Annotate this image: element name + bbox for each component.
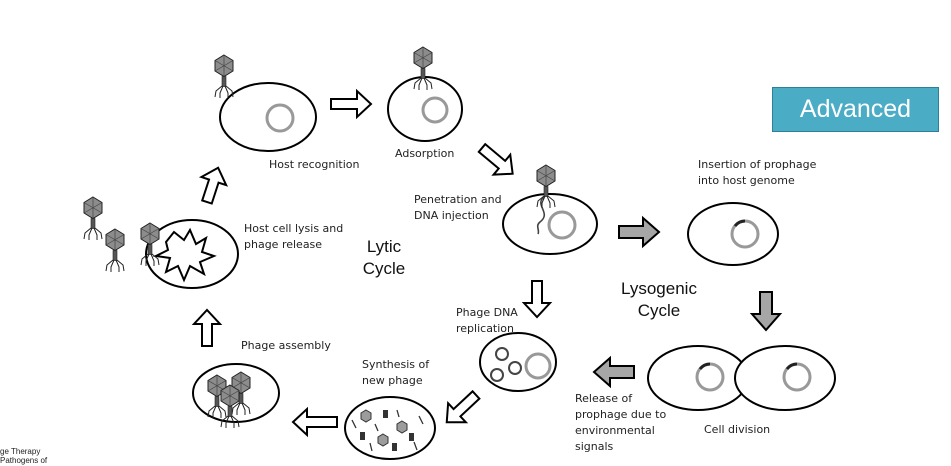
label-adsorption: Adsorption [395, 147, 455, 160]
label-release-line4: signals [575, 440, 614, 453]
source-citation-fragment: ge Therapy Pathogens of [0, 447, 47, 465]
cell-adsorption [387, 76, 463, 142]
arrow-adsorption-to-penetration [477, 142, 514, 176]
label-synthesis-line1: Synthesis of [362, 358, 430, 371]
cell-prophage-insertion [687, 202, 779, 266]
label-phage-assembly: Phage assembly [241, 339, 331, 352]
label-insertion-line1: Insertion of prophage [698, 158, 817, 171]
source-line1: ge Therapy [0, 447, 41, 456]
label-host-lysis: Host cell lysis and phage release [244, 221, 343, 253]
label-release-line3: environmental [575, 424, 655, 437]
arrow-assembly-to-lysis [191, 308, 223, 347]
label-host-recognition: Host recognition [269, 158, 360, 171]
arrow-synthesis-to-assembly [291, 406, 338, 438]
phage-icon [214, 54, 234, 99]
cell-division-right [734, 345, 836, 411]
phage-icon [105, 228, 125, 273]
label-penetration-line2: DNA injection [414, 209, 489, 222]
lytic-title-line1: Lytic [366, 237, 402, 256]
label-penetration: Penetration and DNA injection [414, 192, 502, 224]
label-synthesis-line2: new phage [362, 374, 423, 387]
label-replication-line1: Phage DNA [456, 306, 518, 319]
label-replication-line2: replication [456, 322, 515, 335]
cell-penetration [502, 193, 598, 255]
cell-host-lysis [145, 219, 239, 289]
label-dna-replication: Phage DNA replication [456, 305, 518, 337]
arrow-recognition-to-adsorption [330, 88, 373, 120]
label-release-line2: prophage due to [575, 408, 667, 421]
label-insertion-line2: into host genome [698, 174, 795, 187]
arrow-insertion-to-division [749, 291, 783, 332]
lytic-cycle-title: Lytic Cycle [352, 236, 416, 280]
phage-icon [83, 196, 103, 241]
lysogenic-title-line2: Cycle [637, 301, 681, 320]
label-prophage-insertion: Insertion of prophage into host genome [698, 157, 816, 189]
arrow-penetration-to-insertion [618, 215, 661, 249]
lysogenic-cycle-title: Lysogenic Cycle [604, 278, 714, 322]
cell-dna-replication [479, 332, 557, 392]
arrow-division-to-replication [592, 355, 635, 389]
label-release-line1: Release of [575, 392, 633, 405]
lytic-title-line2: Cycle [362, 259, 406, 278]
cell-host-recognition [219, 82, 317, 152]
lysogenic-title-line1: Lysogenic [621, 279, 697, 298]
source-line2: Pathogens of [0, 456, 48, 465]
arrow-replication-to-synthesis [445, 389, 481, 424]
cell-phage-synthesis [344, 396, 436, 460]
label-penetration-line1: Penetration and [414, 193, 502, 206]
advanced-badge: Advanced [772, 87, 939, 132]
arrow-penetration-to-replication [521, 280, 553, 319]
label-lysis-line1: Host cell lysis and [244, 222, 344, 235]
label-prophage-release: Release of prophage due to environmental… [575, 391, 666, 455]
arrow-lysis-to-recognition [198, 166, 229, 205]
label-lysis-line2: phage release [244, 238, 323, 251]
label-phage-synthesis: Synthesis of new phage [362, 357, 429, 389]
label-cell-division: Cell division [704, 423, 771, 436]
